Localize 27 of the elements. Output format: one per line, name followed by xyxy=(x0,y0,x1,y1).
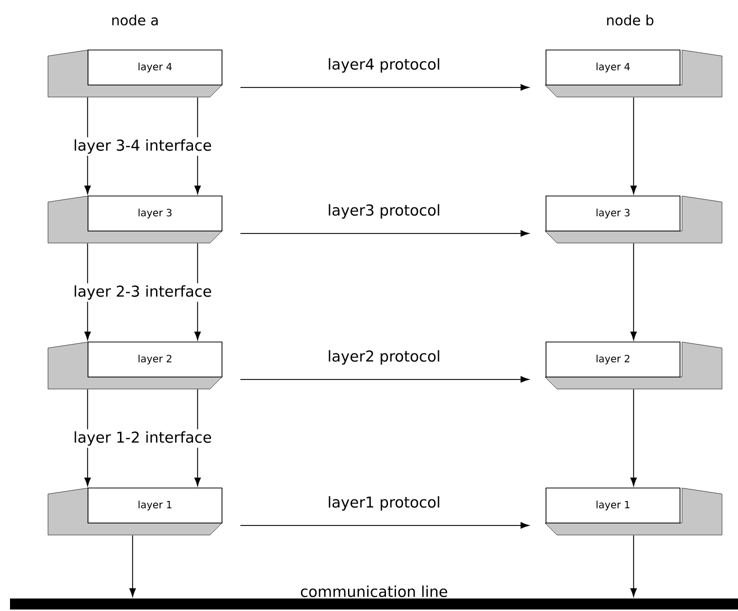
arrow xyxy=(129,534,136,597)
edge-label: layer 3-4 interface xyxy=(71,137,214,156)
arrow xyxy=(240,376,530,383)
arrow xyxy=(630,242,637,340)
layer-box: layer 4 xyxy=(48,50,222,98)
column-heading: node b xyxy=(607,14,654,26)
layer-box: layer 3 xyxy=(48,196,222,244)
edge-label: layer4 protocol xyxy=(326,57,442,74)
layer-box: layer 2 xyxy=(544,342,722,390)
layer-box: layer 4 xyxy=(544,50,722,98)
arrow xyxy=(630,534,637,597)
arrow xyxy=(240,230,530,237)
communication-line: communication line xyxy=(10,586,738,610)
edge-label: layer1 protocol xyxy=(326,495,442,512)
layer-box: layer 1 xyxy=(544,488,722,536)
column-heading: node a xyxy=(112,14,158,26)
arrow xyxy=(240,522,530,529)
edge-label: layer2 protocol xyxy=(326,349,442,366)
arrow xyxy=(630,388,637,486)
layer-box: layer 2 xyxy=(48,342,222,390)
edge-label: layer 1-2 interface xyxy=(71,429,214,448)
edge-label: layer3 protocol xyxy=(326,203,442,220)
layer-box: layer 3 xyxy=(544,196,722,244)
arrow xyxy=(630,96,637,194)
arrow xyxy=(240,84,530,91)
edge-label: layer 2-3 interface xyxy=(71,283,214,302)
layer-box: layer 1 xyxy=(48,488,222,536)
